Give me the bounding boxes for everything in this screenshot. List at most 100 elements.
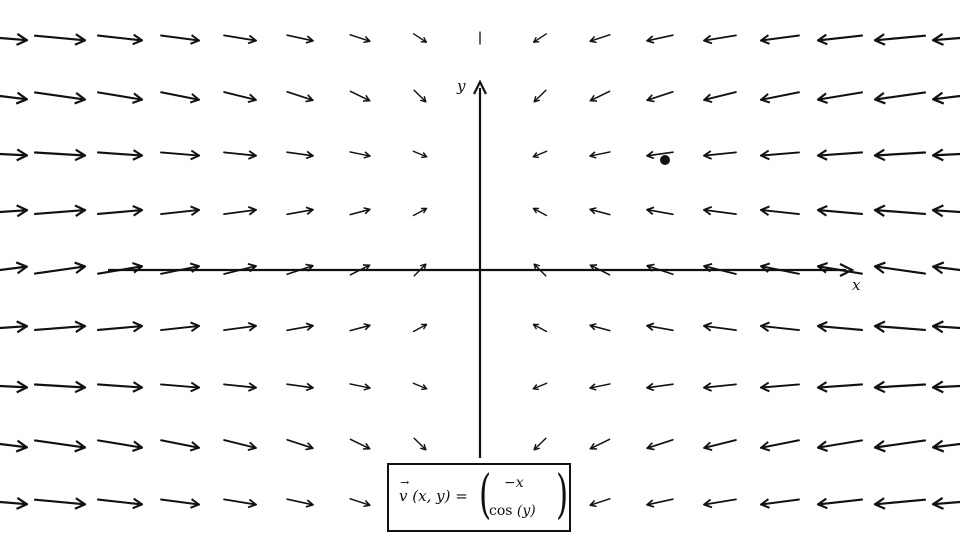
field-arrowhead xyxy=(305,382,314,392)
field-arrow xyxy=(223,151,257,157)
field-arrowhead xyxy=(532,207,540,214)
field-arrowhead xyxy=(932,261,945,275)
field-arrow xyxy=(160,151,200,157)
field-arrowhead xyxy=(816,321,828,333)
field-arrowhead xyxy=(362,94,371,102)
field-arrowhead xyxy=(816,149,828,161)
field-arrow xyxy=(532,150,548,158)
field-arrow xyxy=(349,208,371,216)
field-arrowhead xyxy=(363,323,371,331)
field-arrow xyxy=(816,151,864,157)
field-arrow xyxy=(703,208,737,216)
field-arrow xyxy=(286,151,314,157)
field-arrow xyxy=(646,438,674,450)
field-arrow xyxy=(703,439,737,449)
field-arrowhead xyxy=(189,441,200,452)
field-arrowhead xyxy=(362,264,371,272)
field-arrowhead xyxy=(589,94,598,102)
field-arrowhead xyxy=(760,321,770,332)
field-arrowhead xyxy=(305,499,314,508)
field-arrowhead xyxy=(420,207,428,214)
field-arrowhead xyxy=(74,440,87,453)
field-arrowhead xyxy=(132,381,144,393)
field-arrowhead xyxy=(816,381,828,393)
field-arrow xyxy=(0,500,29,506)
field-arrow xyxy=(931,325,960,330)
field-arrowhead xyxy=(190,149,200,161)
field-arrow xyxy=(33,324,87,332)
field-arrow xyxy=(703,383,737,389)
field-arrowhead xyxy=(190,34,200,45)
field-arrowhead xyxy=(703,34,713,45)
field-arrow xyxy=(96,208,144,216)
field-arrow xyxy=(646,383,674,389)
field-arrowhead xyxy=(760,93,771,104)
field-arrowhead xyxy=(362,442,371,450)
field-arrow xyxy=(412,150,428,158)
field-arrowhead xyxy=(248,382,257,392)
field-arrowhead xyxy=(589,264,598,272)
field-arrow xyxy=(0,442,28,449)
field-arrow xyxy=(33,208,87,216)
field-arrow xyxy=(703,498,737,506)
field-arrowhead xyxy=(932,91,945,105)
field-arrow xyxy=(0,36,29,42)
field-arrowhead xyxy=(532,36,540,43)
field-arrowhead xyxy=(247,498,257,509)
sample-point xyxy=(660,155,670,165)
field-arrowhead xyxy=(420,263,427,270)
field-arrow xyxy=(873,439,927,449)
field-arrowhead xyxy=(873,204,886,218)
field-arrowhead xyxy=(132,205,144,217)
field-arrowhead xyxy=(16,204,29,218)
field-arrow xyxy=(931,500,960,506)
field-arrowhead xyxy=(816,497,828,510)
field-arrow xyxy=(96,151,144,157)
field-arrowhead xyxy=(363,207,371,215)
field-arrow xyxy=(646,208,674,216)
field-arrowhead xyxy=(305,94,314,103)
field-arrow xyxy=(349,34,371,42)
field-arrow xyxy=(816,91,864,101)
field-arrow xyxy=(0,209,29,214)
field-arrowhead xyxy=(589,151,597,159)
field-arrowhead xyxy=(305,35,314,44)
field-arrowhead xyxy=(760,205,770,216)
field-arrow xyxy=(931,209,960,214)
field-arrowhead xyxy=(532,152,539,159)
field-arrow xyxy=(932,442,960,449)
y-axis-label: y xyxy=(456,77,466,95)
formula-vector-symbol: v xyxy=(399,487,408,505)
field-arrowhead xyxy=(703,498,713,509)
field-arrow xyxy=(589,324,611,332)
field-arrowhead xyxy=(816,440,828,452)
field-arrowhead xyxy=(703,150,712,160)
field-arrowhead xyxy=(646,94,655,103)
field-arrowhead xyxy=(646,206,655,215)
field-arrowhead xyxy=(760,149,770,161)
field-arrow xyxy=(349,324,371,332)
field-arrow xyxy=(160,208,200,216)
field-arrowhead xyxy=(760,441,771,452)
left-paren: ( xyxy=(479,465,492,525)
field-arrowhead xyxy=(74,320,87,334)
field-arrowhead xyxy=(873,440,886,453)
field-arrowhead xyxy=(247,322,257,332)
field-arrowhead xyxy=(646,35,655,44)
field-arrow xyxy=(703,34,737,42)
field-arrowhead xyxy=(703,441,713,451)
field-arrow xyxy=(412,323,428,333)
field-arrow xyxy=(532,323,548,333)
field-arrowhead xyxy=(532,384,539,391)
field-arrowhead xyxy=(703,322,713,332)
field-arrowhead xyxy=(132,92,144,104)
field-arrowhead xyxy=(873,380,886,394)
formula-args: (x, y) = xyxy=(412,487,468,505)
field-arrow xyxy=(589,34,611,42)
field-arrow xyxy=(816,324,864,332)
field-arrow xyxy=(160,383,200,389)
x-axis-label: x xyxy=(852,276,861,294)
field-arrowhead xyxy=(646,150,655,160)
field-arrow xyxy=(816,439,864,449)
field-arrow xyxy=(760,34,800,42)
